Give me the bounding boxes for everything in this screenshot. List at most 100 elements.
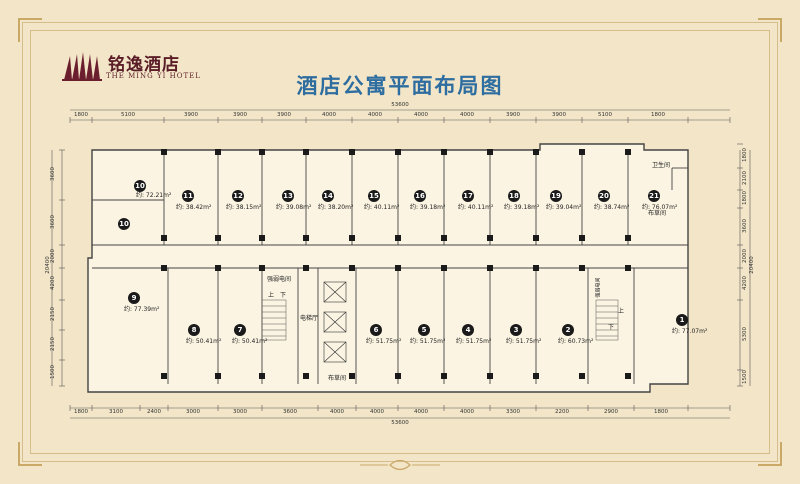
dimension-label: 4000 <box>414 409 428 415</box>
room-area-label: 约: 39.18m² <box>504 204 540 211</box>
toilet-label: 卫生间 <box>652 162 671 169</box>
structural-column <box>395 149 401 155</box>
dimension-label: 1500 <box>742 370 748 384</box>
room-number-badge: 15 <box>368 190 380 202</box>
structural-column <box>349 373 355 379</box>
room-area-label: 约: 38.15m² <box>226 204 262 211</box>
dimension-label: 2100 <box>742 171 748 185</box>
dimension-label: 1800 <box>74 112 88 118</box>
brand-name: 铭逸酒店 <box>108 55 180 75</box>
structural-column <box>349 149 355 155</box>
room-area-label: 约: 77.07m² <box>672 328 708 335</box>
room-number-badge: 11 <box>182 190 194 202</box>
structural-column <box>303 265 309 271</box>
dim-overall-bottom: 53600 <box>391 420 409 426</box>
structural-column <box>487 373 493 379</box>
structural-column <box>215 265 221 271</box>
structural-column <box>579 265 585 271</box>
structural-column <box>215 149 221 155</box>
room-number-badge: 17 <box>462 190 474 202</box>
structural-column <box>625 373 631 379</box>
room-area-label: 约: 39.08m² <box>276 204 312 211</box>
dimension-label: 3900 <box>506 112 520 118</box>
structural-column <box>161 265 167 271</box>
dimension-label: 5300 <box>742 327 748 341</box>
elevator-hall-label: 电梯厅 <box>300 315 319 322</box>
structural-column <box>349 235 355 241</box>
room-number-badge: 5 <box>418 324 430 336</box>
dimension-label: 4000 <box>460 112 474 118</box>
dimension-label: 3000 <box>233 409 247 415</box>
bottom-ornament-icon <box>360 459 440 471</box>
dimension-label: 3100 <box>109 409 123 415</box>
page-title: 酒店公寓平面布局图 <box>296 74 504 98</box>
dimension-label: 4200 <box>50 276 56 290</box>
room-area-label: 约: 38.20m² <box>318 204 354 211</box>
room-area-label: 约: 39.04m² <box>546 204 582 211</box>
structural-column <box>215 373 221 379</box>
corner-ornament <box>18 442 42 466</box>
dimension-label: 3600 <box>50 167 56 181</box>
structural-column <box>533 235 539 241</box>
room-number-badge: 8 <box>188 324 200 336</box>
dim-right-total: 20400 <box>749 256 755 274</box>
dimension-label: 2900 <box>604 409 618 415</box>
structural-column <box>625 265 631 271</box>
room-number-badge: 10 <box>134 180 146 192</box>
room-area-label: 约: 51.75m² <box>456 338 492 345</box>
room-area-label: 约: 39.18m² <box>410 204 446 211</box>
room-number-badge: 21 <box>648 190 660 202</box>
dimension-label: 2400 <box>147 409 161 415</box>
room-number-badge: 16 <box>414 190 426 202</box>
room-number-badge: 19 <box>550 190 562 202</box>
structural-column <box>303 235 309 241</box>
structural-column <box>441 149 447 155</box>
room-number-badge: 4 <box>462 324 474 336</box>
structural-column <box>395 373 401 379</box>
structural-column <box>579 373 585 379</box>
dimension-label: 3900 <box>233 112 247 118</box>
dimension-label: 1800 <box>651 112 665 118</box>
structural-column <box>441 235 447 241</box>
room-area-label: 约: 40.11m² <box>364 204 400 211</box>
dimension-label: 3000 <box>186 409 200 415</box>
structural-column <box>395 235 401 241</box>
dimension-label: 2200 <box>555 409 569 415</box>
structural-column <box>625 149 631 155</box>
room-number-badge: 10 <box>118 218 130 230</box>
structural-column <box>395 265 401 271</box>
dimension-label: 2150 <box>50 307 56 321</box>
structural-column <box>303 149 309 155</box>
linen-room-label: 布草间 <box>328 375 347 382</box>
room-number-badge: 13 <box>282 190 294 202</box>
structural-column <box>441 265 447 271</box>
dimension-label: 5100 <box>598 112 612 118</box>
corner-ornament <box>758 18 782 42</box>
structural-column <box>161 149 167 155</box>
structural-column <box>259 235 265 241</box>
structural-column <box>487 265 493 271</box>
hotel-logo-icon <box>62 52 102 81</box>
linen-room-label: 布草间 <box>648 210 667 217</box>
room-number-badge: 18 <box>508 190 520 202</box>
dimension-label: 3300 <box>506 409 520 415</box>
dimension-label: 1800 <box>74 409 88 415</box>
structural-column <box>161 235 167 241</box>
structural-column <box>259 265 265 271</box>
shaft-label: 强弱电间 <box>595 277 602 298</box>
structural-column <box>161 373 167 379</box>
stair-down-label: 下 <box>280 292 287 299</box>
room-area-label: 约: 76.07m² <box>642 204 678 211</box>
room-number-badge: 7 <box>234 324 246 336</box>
stair-down-label: 下 <box>608 324 615 331</box>
dimension-label: 5100 <box>121 112 135 118</box>
stair-up-label: 上 <box>618 308 625 315</box>
room-area-label: 约: 72.21m² <box>136 192 172 199</box>
room-number-badge: 12 <box>232 190 244 202</box>
corner-ornament <box>758 442 782 466</box>
room-number-badge: 2 <box>562 324 574 336</box>
electrical-room-label: 强弱电间 <box>267 276 292 283</box>
dimension-label: 3900 <box>184 112 198 118</box>
dimension-label: 3900 <box>277 112 291 118</box>
room-number-badge: 1 <box>676 314 688 326</box>
